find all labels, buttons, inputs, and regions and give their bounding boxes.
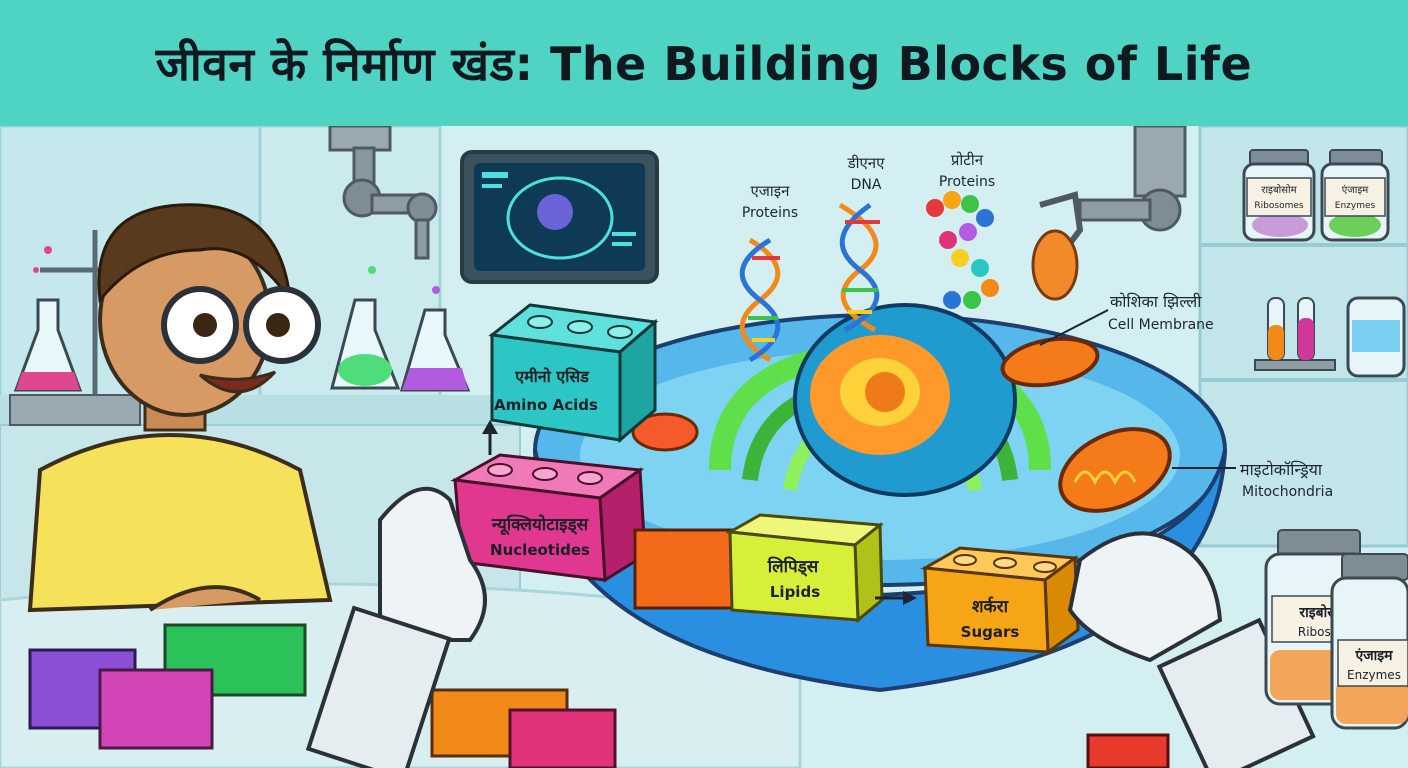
jar-riboso-en: Riboso — [1298, 625, 1338, 639]
robot-hand-left — [305, 486, 487, 768]
test-tubes — [1254, 296, 1406, 378]
jar-enzymes-bottom-en: Enzymes — [1347, 668, 1401, 682]
sugars-en: Sugars — [961, 623, 1020, 641]
jar-enzymes-bottom-hi: एंजाइम — [1354, 648, 1393, 664]
nucleotides-en: Nucleotides — [490, 541, 590, 559]
title-banner: जीवन के निर्माण खंड: The Building Blocks… — [0, 0, 1408, 126]
membrane-label-en: Cell Membrane — [1108, 317, 1214, 333]
protein-label-en: Proteins — [939, 174, 995, 190]
dna-helix-right — [838, 202, 880, 333]
monitor — [460, 150, 659, 284]
jar-ribosomes: राइबोसोम Ribosomes — [1242, 149, 1316, 242]
lipids-hi: लिपिड्स — [767, 556, 820, 577]
sugars-block: शर्करा Sugars — [920, 546, 1080, 655]
lipids-block: लिपिड्स Lipids — [725, 513, 884, 624]
jar-riboso-hi: राइबोस — [1298, 604, 1337, 621]
dna-label-hi: डीएनए — [847, 154, 886, 172]
protein-label-hi: प्रोटीन — [951, 151, 984, 169]
lipids-en: Lipids — [770, 583, 820, 601]
lab-scene: एजाइन Proteins डीएनए DNA प्रोटीन Protein… — [0, 126, 1408, 768]
enzyme-label-hi: एजाइन — [750, 182, 790, 200]
mito-label-hi: माइटोकॉन्ड्रिया — [1240, 460, 1323, 479]
dna-label-en: DNA — [851, 177, 882, 193]
amino-acids-block: एमीनो एसिड Amino Acids — [488, 303, 659, 444]
robot-arm-right — [1031, 126, 1187, 301]
dna-helix-left — [739, 237, 781, 363]
protein-chain — [926, 191, 999, 309]
jar-ribosomes-en: Ribosomes — [1254, 201, 1303, 211]
sugars-hi: शर्करा — [972, 596, 1009, 617]
jar-ribosomes-hi: राइबोसोम — [1261, 184, 1297, 196]
amino-acids-hi: एमीनो एसिड — [514, 367, 590, 386]
jar-enzymes-hi: एंजाइम — [1342, 184, 1369, 196]
amino-acids-en: Amino Acids — [494, 396, 598, 414]
robot-arm-left — [328, 126, 438, 260]
boy-scientist — [27, 203, 333, 613]
nucleotides-hi: न्यूक्लियोटाइड्स — [491, 514, 590, 536]
jar-enzymes-bottom: एंजाइम Enzymes — [1330, 553, 1408, 730]
page-title: जीवन के निर्माण खंड: The Building Blocks… — [155, 37, 1253, 91]
jar-enzymes: एंजाइम Enzymes — [1320, 149, 1390, 242]
mito-label-en: Mitochondria — [1242, 484, 1333, 500]
enzyme-label-en: Proteins — [742, 205, 798, 221]
loose-bricks — [28, 623, 1170, 768]
robot-hand-right — [1067, 531, 1316, 768]
nucleotides-block: न्यूक्लियोटाइड्स Nucleotides — [450, 453, 647, 583]
jar-enzymes-en: Enzymes — [1335, 201, 1376, 211]
lab-glassware — [9, 230, 471, 426]
membrane-label-hi: कोशिका झिल्ली — [1110, 292, 1202, 311]
